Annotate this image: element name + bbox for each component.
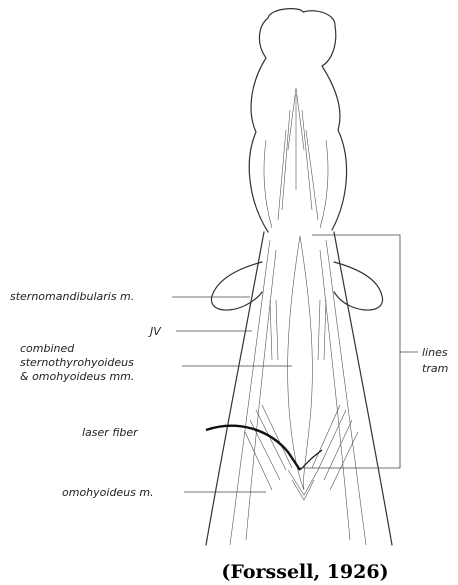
label-sternomandibularis: sternomandibularis m. xyxy=(10,290,134,303)
label-combined-3: & omohyoideus mm. xyxy=(20,370,134,383)
label-jv: JV xyxy=(148,325,162,338)
jaw-lines xyxy=(278,88,318,220)
label-laser-fiber: laser fiber xyxy=(82,426,139,439)
label-combined-2: sternothyrohyoideus xyxy=(20,356,134,369)
label-tram: tram xyxy=(422,362,448,375)
laser-tip xyxy=(300,450,322,470)
neck-inner-lines xyxy=(230,240,366,545)
trachea xyxy=(288,236,313,490)
label-combined-1: combined xyxy=(20,342,75,355)
caption: (Forssell, 1926) xyxy=(221,561,388,583)
tram-lines-bracket xyxy=(300,235,400,468)
head-outline xyxy=(249,9,346,232)
label-lines: lines xyxy=(422,346,448,359)
muscle-hatching xyxy=(245,300,358,500)
label-omohyoideus: omohyoideus m. xyxy=(62,486,154,499)
neck-outline xyxy=(206,232,392,545)
